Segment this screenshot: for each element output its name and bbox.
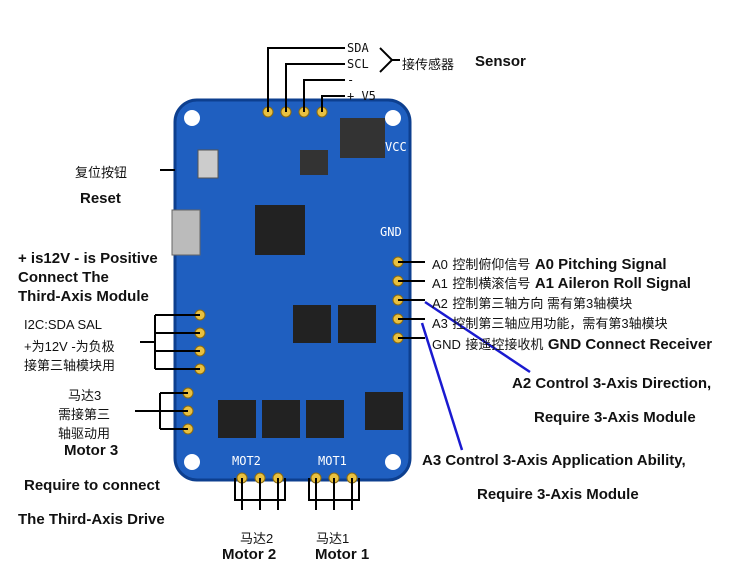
a3-note-line: A3 Control 3-Axis Application Ability, [422,452,686,469]
signal-cn: 控制第三轴方向 需有第3轴模块 [452,296,633,311]
silkscreen-vcc: VCC [385,140,407,154]
reset-label-en: Reset [80,190,121,207]
third-axis-cn-line: I2C:SDA SAL [24,317,103,332]
silkscreen-gnd: GND [380,225,402,239]
a2-note-line: Require 3-Axis Module [534,409,696,426]
sensor-pin-scl: SCL [347,57,369,71]
sensor-label-cn: 接传感器 [402,57,455,72]
signal-row-gnd: GND 接遥控接收机 GND Connect Receiver [432,334,712,354]
silkscreen-mot2: MOT2 [232,454,261,468]
signal-cn: 控制第三轴应用功能，需有第3轴模块 [452,316,668,331]
a2-note-line: A2 Control 3-Axis Direction, [512,375,712,392]
signal-cn: 控制俯仰信号 [452,257,531,272]
signal-en: A0 Pitching Signal [534,256,667,273]
silkscreen-mot1: MOT1 [318,454,347,468]
motor3-cn-line: 马达3 [68,388,102,403]
signal-cn: 接遥控接收机 [465,337,544,352]
motor3-cn-line: 轴驱动用 [58,426,111,441]
pin-label: A0 [432,257,448,272]
sensor-pin-sda: SDA [347,41,369,55]
motor3-label-en: Motor 3 [64,442,119,459]
sensor-label-en: Sensor [475,53,526,70]
usb-port [171,209,201,256]
motor3-note-line: Require to connect [24,477,160,494]
a3-note-line: Require 3-Axis Module [477,486,639,503]
reset-button [197,149,219,179]
third-axis-en-line: Connect The [18,269,109,286]
third-axis-en-line: Third-Axis Module [18,288,149,305]
pin-label: A1 [432,276,448,291]
signal-row-a2: A2 控制第三轴方向 需有第3轴模块 [432,293,632,313]
third-axis-cn-line: 接第三轴模块用 [24,358,116,373]
sensor-pin-v5: + V5 [347,89,376,103]
sensor-pin-gnd: - [347,73,355,87]
motor3-note-line: The Third-Axis Drive [18,511,165,528]
signal-cn: 控制横滚信号 [452,276,531,291]
signal-row-a1: A1 控制横滚信号 A1 Aileron Roll Signal [432,273,691,293]
signal-row-a0: A0 控制俯仰信号 A0 Pitching Signal [432,254,667,274]
motor1-label-cn: 马达1 [316,531,350,546]
signal-row-a3: A3 控制第三轴应用功能，需有第3轴模块 [432,313,668,333]
motor3-cn-line: 需接第三 [58,407,111,422]
reset-label-cn: 复位按钮 [75,165,128,180]
pin-label: A2 [432,296,448,311]
mcu-chip [255,205,305,255]
third-axis-en-line: + is12V - is Positive [18,250,158,267]
signal-en: GND Connect Receiver [547,336,713,353]
motor2-label-cn: 马达2 [240,531,274,546]
pin-label: GND [432,337,461,352]
third-axis-cn-line: +为12V -为负极 [24,339,115,354]
pcb-board [173,98,412,482]
pin-label: A3 [432,316,448,331]
motor1-label-en: Motor 1 [315,546,370,563]
motor2-label-en: Motor 2 [222,546,277,563]
signal-en: A1 Aileron Roll Signal [534,275,691,292]
